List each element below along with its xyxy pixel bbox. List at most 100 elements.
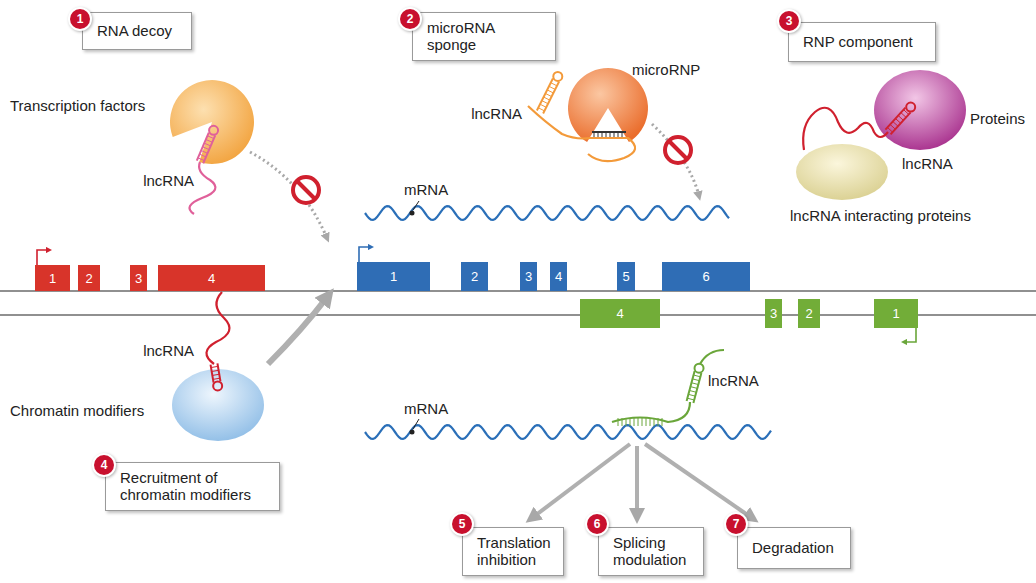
exon-number: 1 bbox=[49, 271, 56, 286]
blocked-arrow bbox=[652, 124, 699, 196]
exon-box: 4 bbox=[550, 262, 567, 291]
blocked-arrow bbox=[250, 152, 327, 238]
outcome-arrows bbox=[635, 446, 639, 516]
lncrna-strand bbox=[551, 83, 557, 86]
protein-blob bbox=[796, 144, 888, 200]
mrna-wave bbox=[365, 425, 771, 439]
lncrna-strand bbox=[618, 418, 662, 426]
lncrna-strand bbox=[206, 292, 229, 364]
lncrna-strand bbox=[206, 292, 229, 390]
mechanism-box: Degradation bbox=[737, 527, 851, 569]
lncrna-strand bbox=[528, 72, 635, 161]
mechanism-box: RNA decoy bbox=[82, 12, 192, 50]
chromatin-modifier-blob bbox=[172, 369, 264, 441]
lncrna-strand bbox=[198, 158, 204, 161]
exon-number: 2 bbox=[85, 271, 92, 286]
lncrna-strand bbox=[213, 381, 222, 390]
part-label: lncRNA bbox=[143, 342, 194, 359]
exon-number: 2 bbox=[805, 306, 812, 321]
lncrna-strand bbox=[542, 101, 548, 104]
exon-number: 3 bbox=[135, 271, 142, 286]
activation-arrow bbox=[268, 296, 328, 364]
no-sign bbox=[669, 141, 687, 159]
activation-arrow bbox=[268, 296, 328, 364]
lncrna-strand bbox=[700, 350, 724, 364]
chromatin-modifier-blob bbox=[172, 369, 264, 441]
lncrna-strand bbox=[689, 390, 696, 392]
lncrna-strand bbox=[549, 86, 555, 89]
transcription-factor-blob bbox=[170, 80, 254, 164]
exon-number: 3 bbox=[770, 306, 777, 321]
mechanism-label: RNA decoy bbox=[97, 22, 172, 39]
lncrna-strand bbox=[528, 106, 635, 161]
part-label: lncRNA interacting proteins bbox=[790, 207, 971, 224]
lncrna-strand bbox=[887, 127, 892, 132]
part-label: Proteins bbox=[970, 110, 1025, 127]
lncrna-strand bbox=[537, 78, 553, 110]
part-label: microRNP bbox=[632, 61, 700, 78]
microrna-strand bbox=[592, 131, 626, 133]
lncrna-strand bbox=[901, 113, 906, 118]
mechanism-box: microRNA sponge bbox=[412, 12, 556, 61]
lncrna-strand bbox=[197, 133, 209, 161]
mrna-wave bbox=[365, 425, 771, 439]
no-sign bbox=[665, 137, 691, 163]
no-sign bbox=[293, 177, 319, 203]
exon-box: 4 bbox=[580, 299, 660, 328]
lncrna-strand bbox=[890, 124, 895, 129]
lncrna-strand bbox=[612, 350, 724, 426]
lncrna-strand bbox=[885, 108, 905, 130]
callout-number: 4 bbox=[94, 455, 114, 475]
promoter-arrows bbox=[904, 328, 916, 342]
exon-box: 4 bbox=[158, 265, 265, 291]
promoter-arrows bbox=[359, 247, 371, 262]
exon-box: 3 bbox=[765, 299, 782, 328]
exon-number: 4 bbox=[616, 306, 623, 321]
callout-number: 7 bbox=[726, 514, 746, 534]
exon-box: 3 bbox=[130, 265, 147, 291]
mechanism-box: Translation inhibition bbox=[462, 527, 564, 576]
lncrna-strand bbox=[545, 93, 551, 96]
leader-dot bbox=[413, 201, 419, 210]
exon-box: 1 bbox=[357, 262, 430, 291]
mechanism-label: Splicing modulation bbox=[613, 534, 693, 569]
mechanism-label: Translation inhibition bbox=[477, 534, 553, 569]
leader-dot bbox=[410, 430, 415, 435]
exon-box: 5 bbox=[617, 262, 635, 291]
no-sign bbox=[297, 181, 315, 199]
exon-number: 4 bbox=[208, 271, 215, 286]
promoter-arrows bbox=[37, 250, 49, 266]
exon-number: 1 bbox=[892, 306, 899, 321]
lncrna-strand bbox=[547, 90, 553, 93]
exon-box: 2 bbox=[78, 265, 100, 291]
lncrna-strand bbox=[896, 119, 901, 124]
mrna-wave bbox=[365, 206, 729, 220]
lncrna-strand bbox=[213, 378, 220, 379]
exon-box: 3 bbox=[520, 262, 537, 291]
lncrna-strand bbox=[694, 375, 701, 377]
exon-box: 2 bbox=[461, 262, 488, 291]
lncrna-strand bbox=[898, 116, 903, 121]
exon-number: 2 bbox=[471, 269, 478, 284]
blocked-arrow bbox=[652, 124, 699, 196]
lncrna-strand bbox=[200, 154, 206, 157]
micrornp-blob bbox=[568, 68, 648, 142]
exon-box: 6 bbox=[662, 262, 750, 291]
dna-strands bbox=[0, 290, 1036, 291]
lncrna-strand bbox=[553, 72, 562, 81]
lncrna-strand bbox=[538, 108, 544, 111]
part-label: mRNA bbox=[404, 181, 448, 198]
lncrna-strand bbox=[544, 97, 550, 100]
no-sign bbox=[665, 137, 691, 163]
part-label: mRNA bbox=[404, 400, 448, 417]
lncrna-strand bbox=[212, 374, 219, 375]
leader-dot bbox=[413, 419, 419, 429]
exon-number: 6 bbox=[702, 269, 709, 284]
mechanism-label: Degradation bbox=[752, 539, 834, 556]
lncrna-strand bbox=[803, 108, 888, 150]
mechanism-box: Recruitment of chromatin modifiers bbox=[105, 462, 280, 511]
lncrna-strand bbox=[543, 82, 559, 114]
part-label: lncRNA bbox=[708, 372, 759, 389]
promoter-arrows bbox=[37, 247, 916, 342]
mrna-wave bbox=[365, 206, 729, 220]
